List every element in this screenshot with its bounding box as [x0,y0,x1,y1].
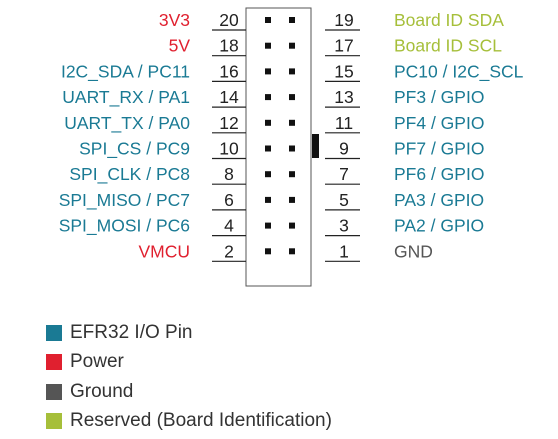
pin-number-9: 9 [339,139,349,159]
pin-label-board-id-scl: Board ID SCL [394,36,502,56]
pin-dot [289,145,295,152]
pin-number-15: 15 [334,61,353,81]
pin-dot [289,248,295,255]
pin-number-5: 5 [339,190,349,210]
pin-dot [289,119,295,126]
legend-label-io: EFR32 I/O Pin [70,321,193,343]
pin-number-18: 18 [219,36,238,56]
pin-number-7: 7 [339,164,349,184]
power-swatch-icon [46,354,62,371]
pin-label-pc10-i2c-scl: PC10 / I2C_SCL [394,61,524,82]
pin-dot [265,94,271,101]
pin-label-board-id-sda: Board ID SDA [394,10,504,30]
legend-item-io: EFR32 I/O Pin [46,318,332,348]
pin-label-uart-tx-pa0: UART_TX / PA0 [64,113,190,134]
pin-label-spi-miso-pc7: SPI_MISO / PC7 [59,190,190,211]
pin-dot [265,222,271,229]
pin-number-2: 2 [224,241,234,261]
pin-number-8: 8 [224,164,234,184]
pin-number-6: 6 [224,190,234,210]
legend-item-reserved: Reserved (Board Identification) [46,407,332,437]
pin-number-17: 17 [334,36,353,56]
legend-label-reserved: Reserved (Board Identification) [70,410,332,432]
legend: EFR32 I/O Pin Power Ground Reserved (Boa… [46,318,332,436]
pin-label-pf3-gpio: PF3 / GPIO [394,87,484,107]
pin-label-pa2-gpio: PA2 / GPIO [394,216,484,236]
pin-label-pf6-gpio: PF6 / GPIO [394,164,484,184]
pin-label-vmcu: VMCU [138,241,190,261]
pin-label-pf7-gpio: PF7 / GPIO [394,139,484,159]
legend-item-power: Power [46,348,332,378]
pin-dot [265,171,271,178]
pin-label-i2c-sda-pc11: I2C_SDA / PC11 [61,61,190,82]
pin-dot [289,196,295,203]
pin-label-spi-mosi-pc6: SPI_MOSI / PC6 [59,216,190,237]
pin-label-spi-clk-pc8: SPI_CLK / PC8 [69,164,190,185]
pin-number-1: 1 [339,241,349,261]
pin-label-pf4-gpio: PF4 / GPIO [394,113,484,133]
pin-number-16: 16 [219,61,238,81]
pin-dot [289,42,295,49]
legend-label-ground: Ground [70,380,134,402]
pin-label-spi-cs-pc9: SPI_CS / PC9 [79,139,190,160]
pin-label-5v: 5V [169,36,191,56]
pin-dot [265,68,271,75]
pin-dot [265,196,271,203]
pin-dot [265,145,271,152]
io-swatch-icon [46,324,62,341]
connector-key-notch [312,134,319,158]
pin-dot [265,119,271,126]
pin-label-3v3: 3V3 [159,10,190,30]
connector-outline [245,7,312,287]
ground-swatch-icon [46,383,62,400]
pin-dot [265,42,271,49]
pin-dot [289,94,295,101]
legend-item-ground: Ground [46,377,332,407]
legend-label-power: Power [70,351,124,373]
pin-number-19: 19 [334,10,353,30]
pin-number-20: 20 [219,10,239,30]
pin-number-11: 11 [335,113,353,133]
pin-number-3: 3 [339,216,349,236]
pin-number-4: 4 [224,216,234,236]
pin-label-gnd: GND [394,241,433,261]
pin-dot [265,17,271,23]
pin-dot [289,17,295,23]
pin-dot [289,222,295,229]
pin-number-12: 12 [219,113,238,133]
pin-dot [289,68,295,75]
pin-label-pa3-gpio: PA3 / GPIO [394,190,484,210]
pin-number-13: 13 [334,87,353,107]
pin-dot [289,171,295,178]
pin-label-uart-rx-pa1: UART_RX / PA1 [62,87,190,108]
pin-dot [265,248,271,255]
pin-number-14: 14 [219,87,239,107]
pin-number-10: 10 [219,139,239,159]
reserved-swatch-icon [46,413,62,430]
